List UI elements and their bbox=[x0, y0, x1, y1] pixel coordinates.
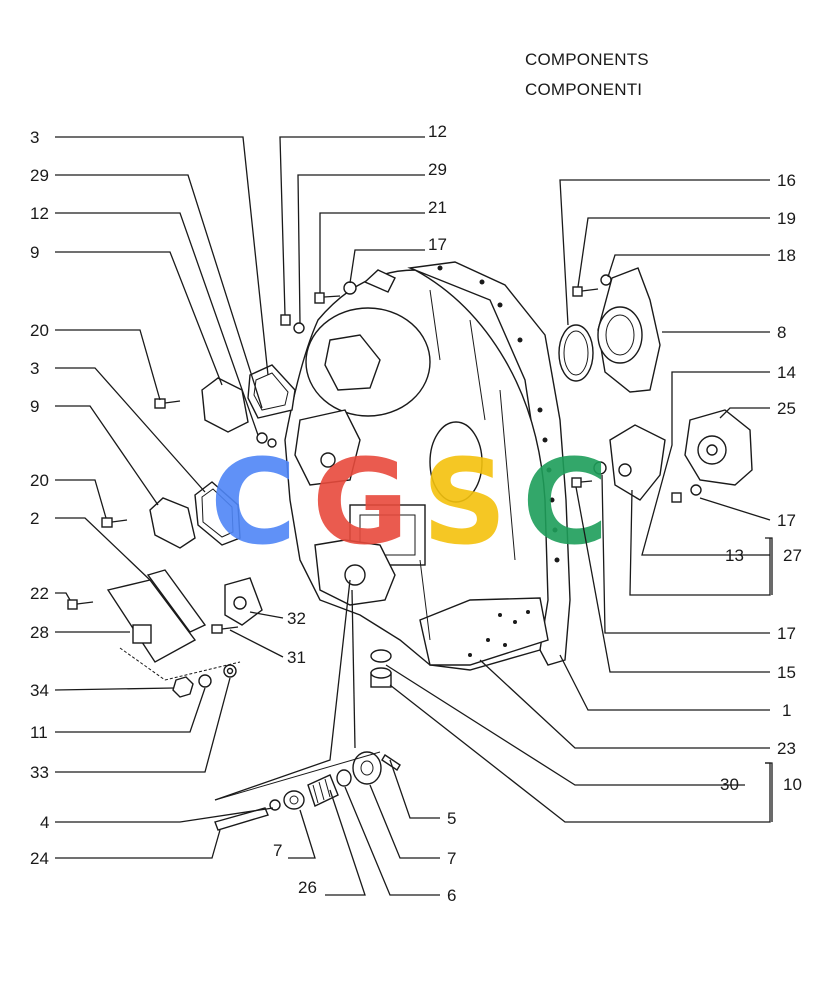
label-26: 26 bbox=[298, 878, 317, 897]
title-componenti: COMPONENTI bbox=[525, 80, 643, 99]
label-21: 21 bbox=[428, 198, 447, 217]
label-20-lower: 20 bbox=[30, 471, 49, 490]
label-10: 10 bbox=[783, 775, 802, 794]
label-17-right-a: 17 bbox=[777, 511, 796, 530]
right-parts bbox=[558, 267, 753, 503]
label-18: 18 bbox=[777, 246, 796, 265]
label-33: 33 bbox=[30, 763, 49, 782]
label-30: 30 bbox=[720, 775, 739, 794]
label-20-top: 20 bbox=[30, 321, 49, 340]
title-components: COMPONENTS bbox=[525, 50, 649, 69]
leader-lines bbox=[54, 136, 771, 896]
label-29-left: 29 bbox=[30, 166, 49, 185]
label-25: 25 bbox=[777, 399, 796, 418]
label-6: 6 bbox=[447, 886, 456, 905]
bottom-parts bbox=[214, 649, 401, 831]
label-1: 1 bbox=[782, 701, 791, 720]
label-17-right-b: 17 bbox=[777, 624, 796, 643]
label-14: 14 bbox=[777, 363, 796, 382]
label-16: 16 bbox=[777, 171, 796, 190]
label-8: 8 bbox=[777, 323, 786, 342]
label-12-left: 12 bbox=[30, 204, 49, 223]
label-15: 15 bbox=[777, 663, 796, 682]
callout-labels: 3 29 12 9 20 3 9 20 2 22 28 34 11 33 4 2… bbox=[30, 122, 802, 905]
watermark-letter-g: G bbox=[312, 433, 409, 571]
label-4: 4 bbox=[40, 813, 49, 832]
label-12-top: 12 bbox=[428, 122, 447, 141]
left-parts bbox=[67, 364, 296, 698]
label-19: 19 bbox=[777, 209, 796, 228]
label-22: 22 bbox=[30, 584, 49, 603]
label-3-top: 3 bbox=[30, 128, 39, 147]
label-7-left: 7 bbox=[273, 841, 282, 860]
bracket-27 bbox=[765, 537, 773, 595]
label-7-right: 7 bbox=[447, 849, 456, 868]
label-32: 32 bbox=[287, 609, 306, 628]
label-24: 24 bbox=[30, 849, 49, 868]
top-parts bbox=[280, 281, 357, 334]
watermark-letter-s: S bbox=[422, 433, 507, 571]
label-29-top: 29 bbox=[428, 160, 447, 179]
cgsc-watermark: C G S C bbox=[210, 433, 609, 571]
watermark-letter-c2: C bbox=[522, 433, 609, 571]
label-13: 13 bbox=[725, 546, 744, 565]
label-23: 23 bbox=[777, 739, 796, 758]
label-28: 28 bbox=[30, 623, 49, 642]
label-9-top: 9 bbox=[30, 243, 39, 262]
label-34: 34 bbox=[30, 681, 49, 700]
label-31: 31 bbox=[287, 648, 306, 667]
label-27: 27 bbox=[783, 546, 802, 565]
label-11: 11 bbox=[30, 723, 48, 742]
label-2: 2 bbox=[30, 509, 39, 528]
label-5: 5 bbox=[447, 809, 456, 828]
gearbox-housing bbox=[284, 261, 571, 671]
label-3-lower: 3 bbox=[30, 359, 39, 378]
watermark-letter-c1: C bbox=[210, 433, 297, 571]
label-17-top: 17 bbox=[428, 235, 447, 254]
label-9-lower: 9 bbox=[30, 397, 39, 416]
bracket-10 bbox=[765, 762, 773, 822]
